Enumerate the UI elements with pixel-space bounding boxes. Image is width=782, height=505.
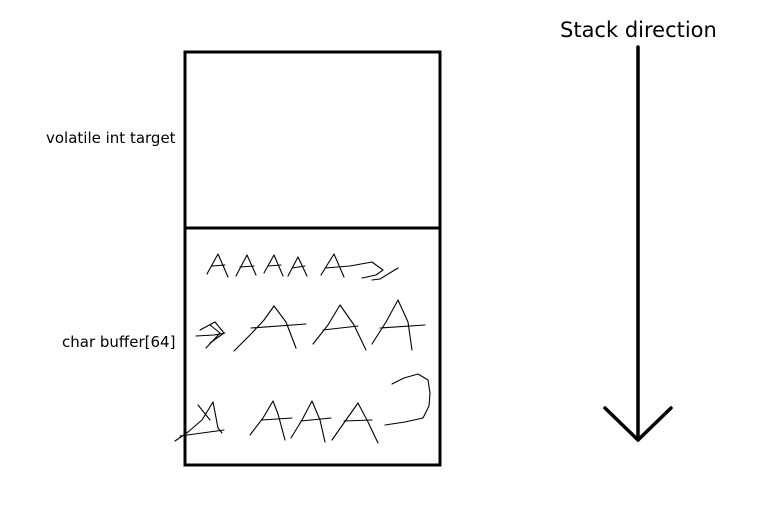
buffer-variable-label: char buffer[64] — [62, 333, 176, 351]
target-variable-label: volatile int target — [46, 129, 176, 147]
stack-direction-label: Stack direction — [560, 18, 717, 42]
buffer-scribble — [174, 253, 431, 444]
stack-direction-arrow-head — [603, 406, 673, 442]
target-cell — [187, 54, 438, 226]
stack-frame — [183, 50, 442, 467]
